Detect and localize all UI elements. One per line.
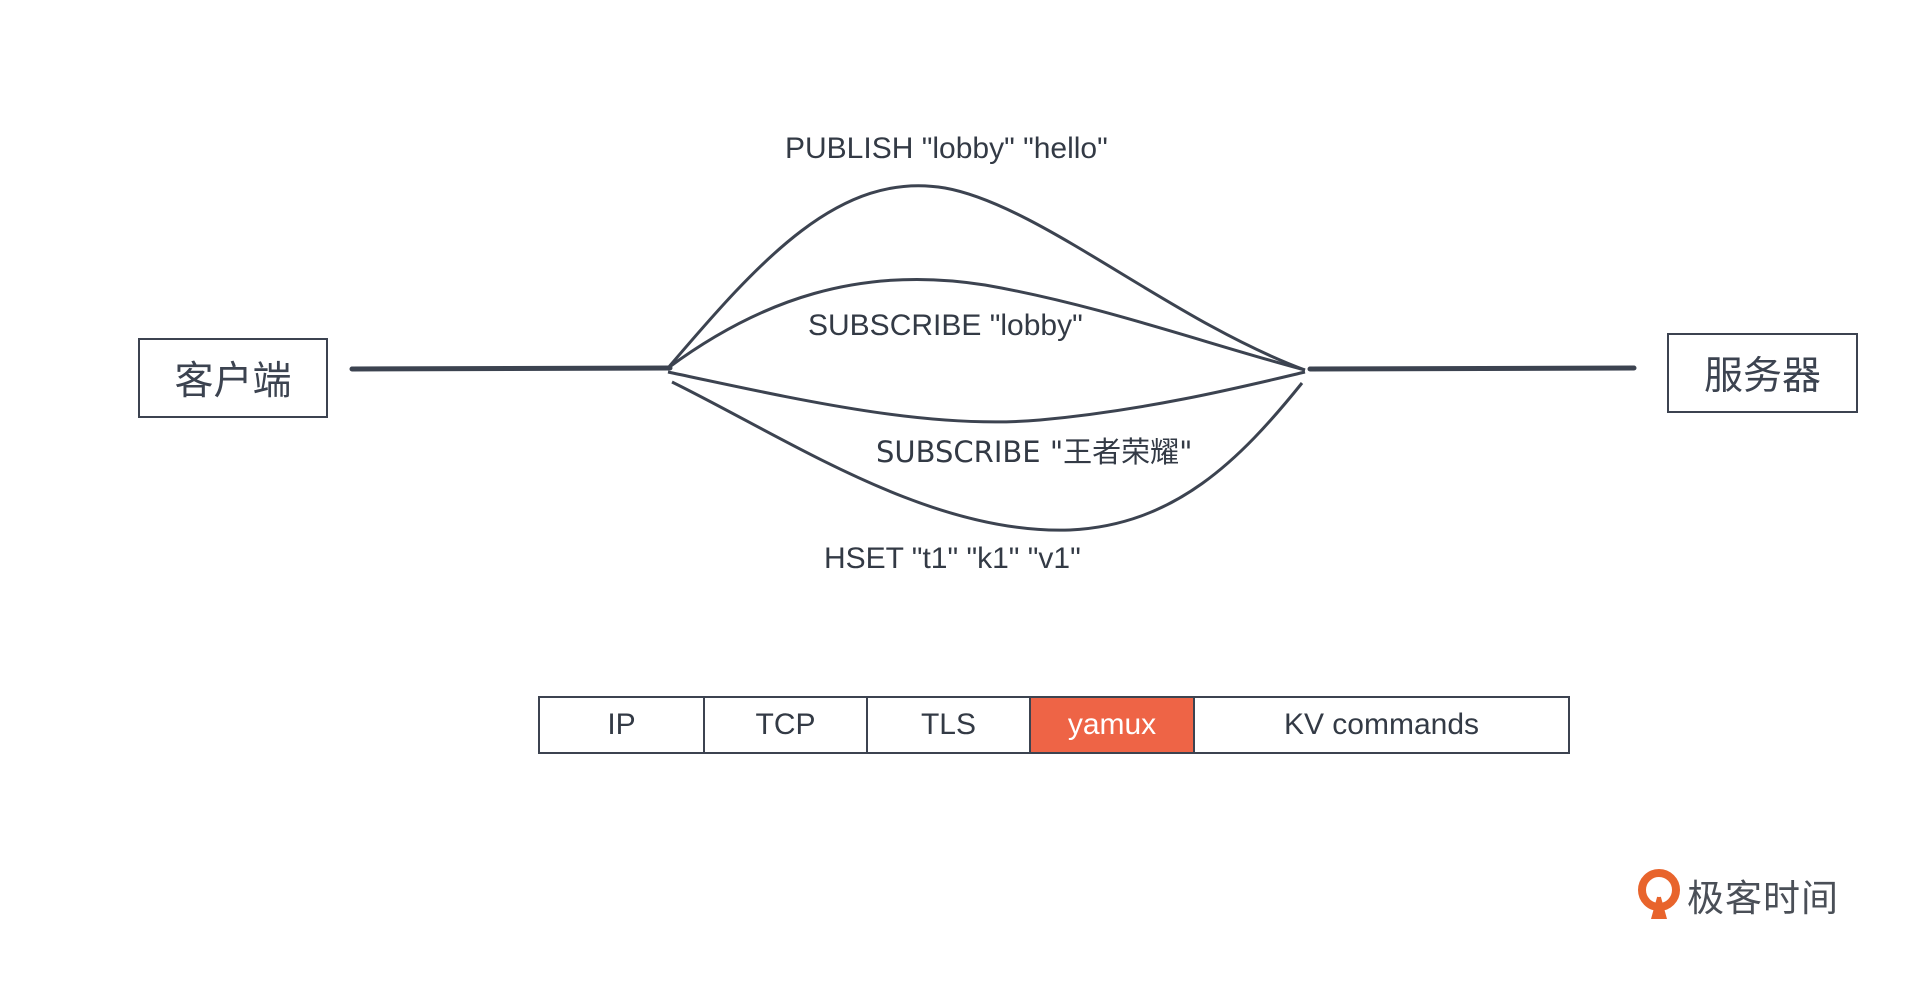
geektime-logo-icon: [1638, 869, 1680, 919]
protocol-stack: IP TCP TLS yamux KV commands: [538, 696, 1570, 754]
publish-command-label: PUBLISH "lobby" "hello": [785, 132, 1108, 165]
layer-tls: TLS: [868, 698, 1031, 752]
stream-publish-curve: [666, 184, 1306, 372]
layer-kv-commands: KV commands: [1283, 708, 1480, 741]
brand-name: 极客时间: [1687, 877, 1839, 920]
layer-yamux: yamux: [1031, 698, 1195, 752]
layer-tcp: TCP: [705, 698, 868, 752]
layer-ip: IP: [540, 698, 705, 752]
brand-logo: 极客时间: [1637, 868, 1839, 922]
subscribe-wzry-label: SUBSCRIBE "王者荣耀": [876, 435, 1193, 469]
stream-hset-curve: [671, 380, 1304, 532]
stream-subscribe-wzry-curve: [667, 370, 1306, 424]
stream-subscribe-lobby-curve: [667, 277, 1306, 372]
subscribe-lobby-label: SUBSCRIBE "lobby": [808, 309, 1083, 342]
server-connection-line: [1307, 365, 1637, 372]
client-node: 客户端: [138, 338, 328, 418]
server-node: 服务器: [1667, 333, 1858, 413]
hset-command-label: HSET "t1" "k1" "v1": [824, 542, 1081, 575]
client-connection-line: [349, 365, 673, 372]
